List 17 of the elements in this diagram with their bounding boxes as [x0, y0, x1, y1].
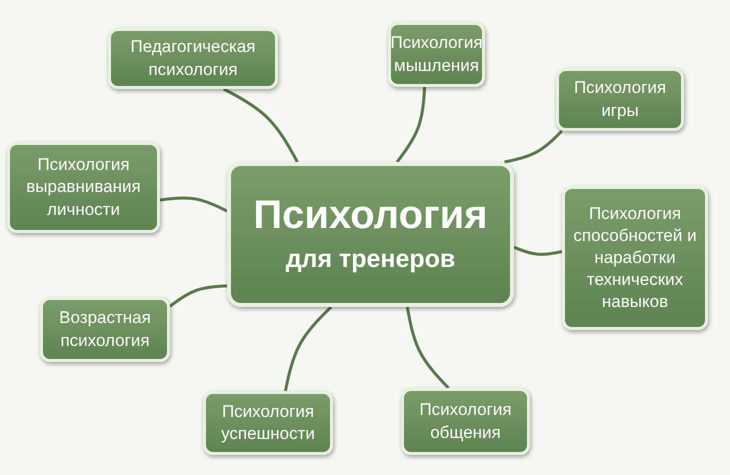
topic-box: Психология выравнивания личности — [7, 142, 160, 233]
connector-line — [513, 246, 562, 256]
connector-line — [169, 284, 228, 308]
topic-box: Психология общения — [401, 388, 530, 455]
topic-box: Психология успешности — [203, 391, 333, 455]
topic-box: Психология мышления — [388, 22, 485, 87]
connector-line — [504, 130, 563, 164]
topic-box: Психология способностей и наработки технических навыков — [562, 186, 708, 330]
central-topic-box: Психология для тренеров — [227, 162, 514, 307]
connector-line — [160, 196, 228, 212]
topic-box: Педагогическая психология — [108, 28, 278, 89]
connector-line — [223, 88, 299, 163]
topic-box: Психология игры — [556, 68, 684, 131]
connector-line — [284, 306, 332, 392]
connector-line — [396, 86, 426, 163]
topic-box: Возрастная психология — [40, 297, 170, 362]
connector-line — [406, 306, 450, 390]
